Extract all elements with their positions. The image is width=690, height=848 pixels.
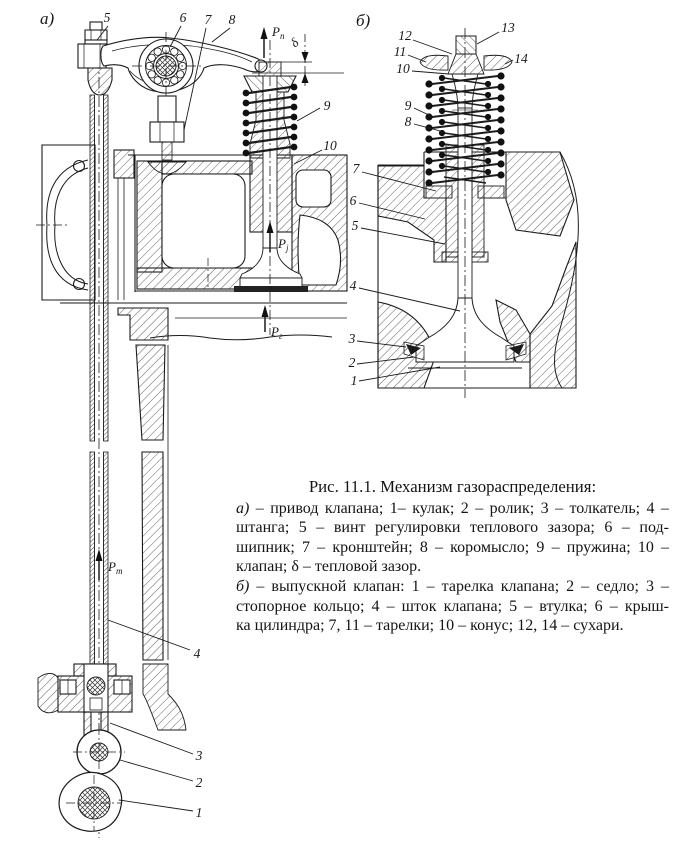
crankcase-wall [117,307,169,661]
force-pj [266,221,274,252]
label-b-8: 8 [405,114,412,129]
label-a-1: 1 [196,805,203,820]
label-a-6: 6 [180,10,187,25]
delta-symbol: δ [287,34,302,50]
plate-bolt-hole [72,277,86,291]
roller [73,726,125,778]
label-a-4: 4 [194,646,201,661]
force-label-pt: Pт [107,559,123,576]
figure-a: а) 5 6 7 8 9 10 4 3 2 1 δ Pп Pj Pг Pт [36,9,348,838]
bearing-balls [145,45,187,87]
figure-a-tag: а) [40,9,55,28]
force-arrows-a [95,27,274,580]
thermal-gap-dimension [262,34,312,86]
force-pp [260,27,268,58]
label-a-10: 10 [323,138,337,153]
figure-caption: Рис. 11.1. Механизм газораспределения: а… [236,477,669,636]
valve-top-assembly [419,35,513,75]
caption-a-line2: штанга; 5 – винт регулировки теплового з… [236,519,669,537]
force-label-pp: Pп [271,24,285,41]
label-b-4: 4 [350,278,357,293]
label-b-13: 13 [501,20,515,35]
label-a-3: 3 [195,748,203,763]
pushrod-upper-socket [87,67,113,96]
label-b-6: 6 [350,193,357,208]
valve-springs-b [425,72,505,199]
spring-seat-left [425,185,453,199]
label-b-12: 12 [398,28,412,43]
caption-b-line3: ка цилиндра; 7, 11 – тарелки; 10 – конус… [236,617,624,635]
label-b-9: 9 [405,98,412,113]
screw-head [89,21,103,31]
label-a-8: 8 [229,12,236,27]
retainer-right [483,54,513,71]
casting-pocket [297,214,342,286]
lower-port-band [60,302,347,341]
spring-seat-right [477,185,505,199]
valve-head-b [415,297,515,363]
cam-lobe [58,772,123,832]
label-b-5: 5 [352,218,359,233]
figure-b-tag: б) [356,11,371,30]
valve-seat-a [234,286,308,292]
caption-title: Рис. 11.1. Механизм газораспределения: [308,477,597,496]
caption-b-line1-rest: – выпускной клапан: 1 – тарелка клапана;… [249,577,669,595]
valve-cap [455,35,477,55]
leaders-a [96,25,323,812]
caption-a-line1-rest: – привод клапана; 1– кулак; 2 – ролик; 3… [249,499,669,517]
label-a-2: 2 [196,775,203,790]
label-b-11: 11 [394,44,407,59]
leaders-b [356,31,514,382]
caption-b-line2: стопорное кольцо; 4 – шток клапана; 5 – … [236,597,669,615]
rocker-bearing [132,32,202,104]
label-b-10: 10 [396,61,410,76]
label-b-2: 2 [349,355,356,370]
caption-b-lead: б) [236,577,250,595]
stud-nut [149,121,185,143]
caption-a-line4: клапан; δ – тепловой зазор. [236,558,422,576]
label-a-9: 9 [324,98,331,113]
caption-a-line1: а) – привод клапана; 1– кулак; 2 – ролик… [236,499,669,519]
pushrod-ball-end [86,676,106,696]
retainer-left [419,54,449,71]
label-b-14: 14 [514,51,528,66]
label-b-7: 7 [353,161,361,176]
force-pg [261,305,269,332]
label-a-7: 7 [205,12,213,27]
valve-guide-bushing [441,144,489,263]
caption-a-lead: а) [236,499,250,517]
label-b-1: 1 [351,373,358,388]
cylinder-head-a [128,154,348,292]
caption-a-line3: шипник; 7 – кронштейн; 8 – коромысло; 9 … [236,538,669,556]
casting-window [295,169,332,208]
cotter-cone [447,53,485,75]
label-a-5: 5 [104,10,111,25]
force-label-pg: Pг [270,324,283,341]
side-bracket [142,663,187,731]
force-label-pj: Pj [277,236,289,253]
valve-assembly-a [234,40,344,335]
mounting-plate [36,144,96,301]
bracket-clamp [113,149,135,300]
label-b-3: 3 [348,331,356,346]
combustion-chamber [161,173,246,269]
figure-b: б) 12 13 11 14 10 9 8 7 6 5 4 3 2 1 [348,11,579,398]
tappet-guide [37,663,187,737]
caption-b-line1: б) – выпускной клапан: 1 – тарелка клапа… [236,577,669,597]
plate-bolt-hole [72,159,86,173]
force-pt [95,549,103,580]
